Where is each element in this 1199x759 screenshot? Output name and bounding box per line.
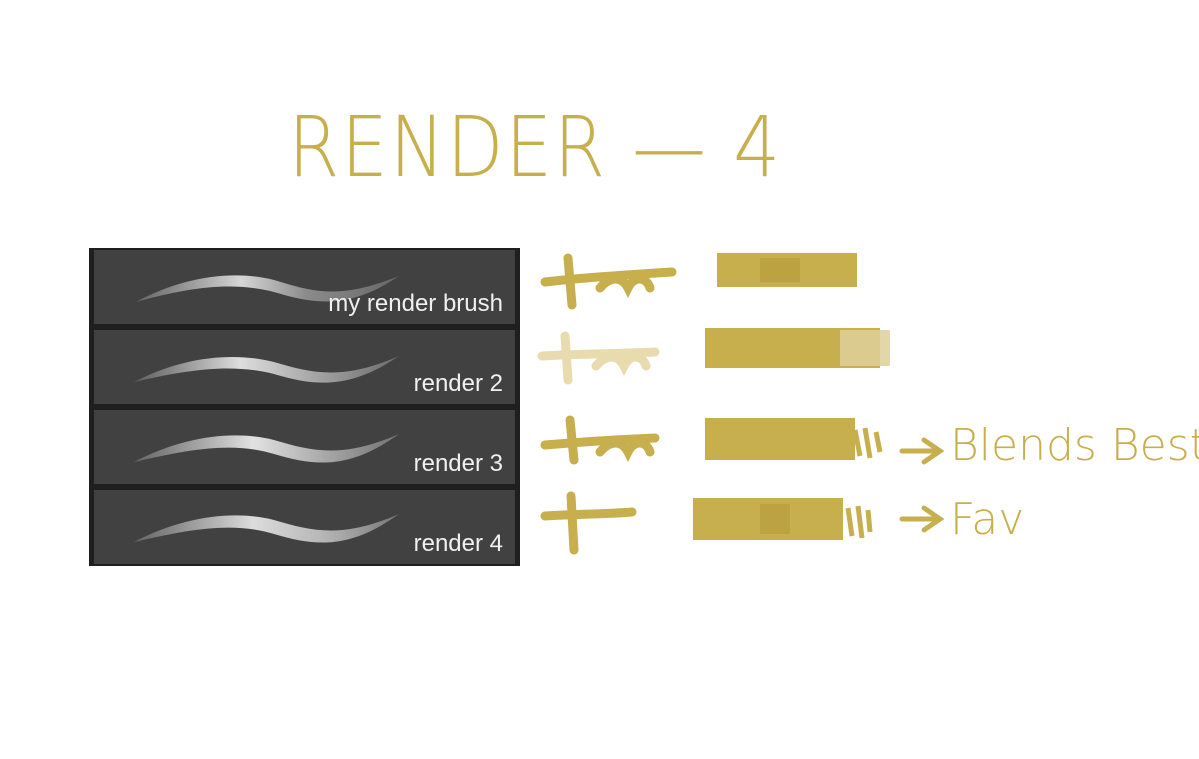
swatch-bar-4 (693, 498, 873, 540)
brush-name-label: render 2 (413, 370, 503, 397)
brush-item-my-render-brush[interactable]: my render brush (94, 250, 515, 324)
test-stroke-3 (540, 415, 660, 465)
swatch-bar-3 (705, 418, 883, 460)
arrow-4 (899, 505, 945, 533)
brush-name-label: my render brush (328, 290, 503, 317)
brush-item-render-4[interactable]: render 4 (94, 490, 515, 564)
test-stroke-4 (540, 491, 637, 555)
brush-stroke-preview (134, 514, 399, 543)
arrow-3 (899, 437, 945, 465)
note-blends-best: Blends Best (950, 420, 1199, 471)
note-fav: Fav (950, 494, 1025, 545)
brush-item-render-3[interactable]: render 3 (94, 410, 515, 484)
page-title: RENDER — 4 (288, 98, 782, 196)
brush-stroke-preview (134, 356, 399, 383)
brush-item-render-2[interactable]: render 2 (94, 330, 515, 404)
brush-stroke-preview (134, 434, 399, 463)
brush-stroke-preview (136, 275, 399, 302)
swatch-bar-1 (717, 253, 857, 287)
swatch-bar-2 (705, 328, 890, 368)
brush-name-label: render 4 (413, 530, 503, 557)
brush-name-label: render 3 (413, 450, 503, 477)
brush-list-panel: my render brush render 2 (89, 248, 520, 566)
test-stroke-1 (540, 253, 677, 310)
test-stroke-2 (537, 331, 660, 385)
